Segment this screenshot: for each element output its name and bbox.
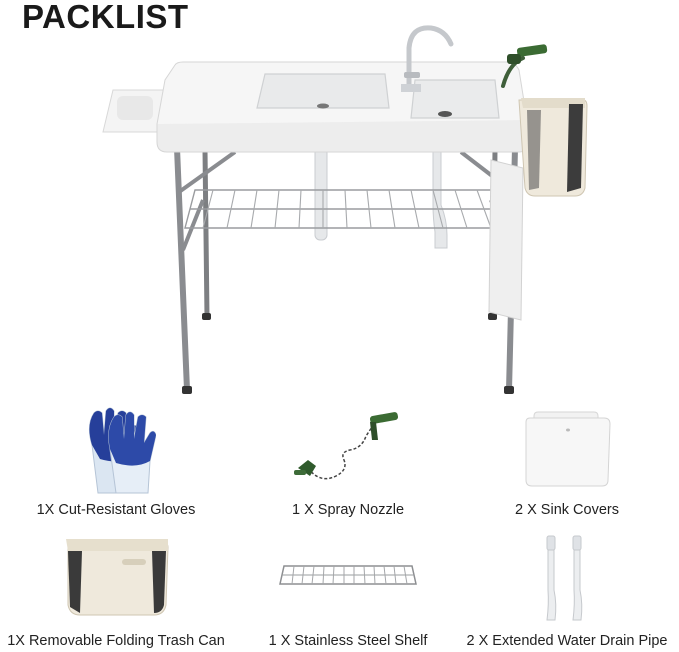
item-label-trash-can: 1X Removable Folding Trash Can: [7, 633, 225, 649]
item-label-sink-covers: 2 X Sink Covers: [515, 502, 619, 518]
spray-nozzle-image: [294, 412, 399, 480]
steel-shelf-image: [279, 565, 417, 585]
packlist-title: PACKLIST: [22, 0, 189, 35]
sink-table-image: [102, 25, 588, 394]
trash-can-image: [66, 539, 169, 616]
sink-covers-image: [525, 411, 611, 487]
item-label-steel-shelf: 1 X Stainless Steel Shelf: [268, 633, 428, 649]
item-label-gloves: 1X Cut-Resistant Gloves: [36, 502, 196, 518]
gloves-image: [88, 407, 156, 494]
drain-pipes-image: [546, 535, 583, 621]
item-label-spray-nozzle: 1 X Spray Nozzle: [291, 502, 405, 518]
item-label-drain-pipes: 2 X Extended Water Drain Pipe: [466, 633, 668, 649]
